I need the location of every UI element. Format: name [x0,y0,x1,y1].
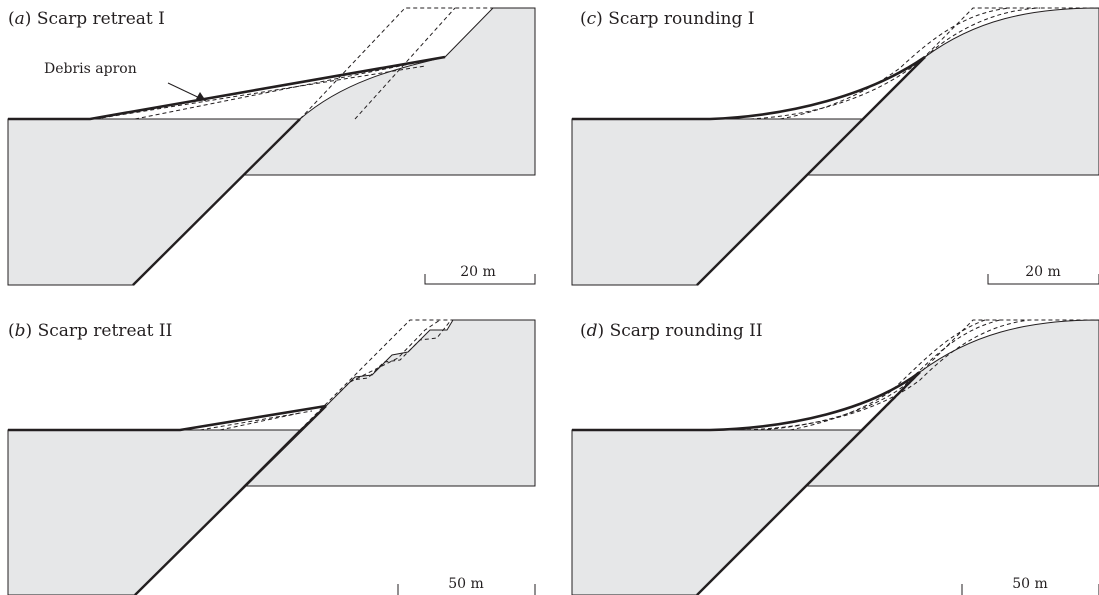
apron-stage-2 [199,410,313,431]
footwall-block [571,118,865,286]
fault-line [696,371,921,595]
fault-line [134,405,327,595]
panel-b: (b) Scarp retreat II 50 m [7,319,536,595]
panel-d-title: (d) Scarp rounding II [580,321,763,341]
fault-line [132,118,301,286]
scale-bar [987,274,1099,285]
panel-d: (d) Scarp rounding II 50 m [571,319,1099,595]
original-scarp-profile [299,7,535,120]
apron-stage-1 [134,56,446,120]
scale-label: 20 m [1025,264,1061,280]
hanging-wall-block [805,319,1099,487]
scale-label: 50 m [1012,576,1048,592]
hanging-wall-block [242,7,536,176]
panel-c-title: (c) Scarp rounding I [580,9,754,29]
rounding-stage-1 [749,7,1041,120]
scale-bar [397,584,536,595]
scale-label: 20 m [460,264,496,280]
footwall-block [7,118,302,286]
panel-a: (a) Scarp retreat I Debris apron 20 m [7,7,536,286]
rounding-stage-2 [779,7,1011,120]
scale-bar [961,584,1099,595]
panel-b-title: (b) Scarp retreat II [8,321,172,341]
original-scarp-profile [862,7,1099,120]
apron-surface [572,55,926,121]
arrow-head-icon [196,92,206,101]
apron-surface [572,370,921,432]
hanging-wall-block [242,319,536,487]
panel-c: (c) Scarp rounding I 20 m [571,7,1099,286]
hanging-wall-block [805,7,1099,176]
scale-bar [424,274,536,285]
fault-line [696,56,926,286]
retreat-stage-2 [349,319,441,383]
debris-apron-surface [8,404,327,432]
scale-label: 50 m [448,576,484,592]
footwall-block [7,429,302,595]
original-scarp-profile [862,319,1099,431]
rounding-stage-2 [759,319,1001,431]
footwall-block [571,429,865,595]
retreated-scarp-profile [354,7,456,120]
debris-apron-surface [8,55,446,121]
retreat-stage-1 [339,319,452,393]
panel-a-title: (a) Scarp retreat I [8,9,165,29]
original-scarp-profile [299,319,535,431]
debris-apron-label: Debris apron [44,61,137,77]
